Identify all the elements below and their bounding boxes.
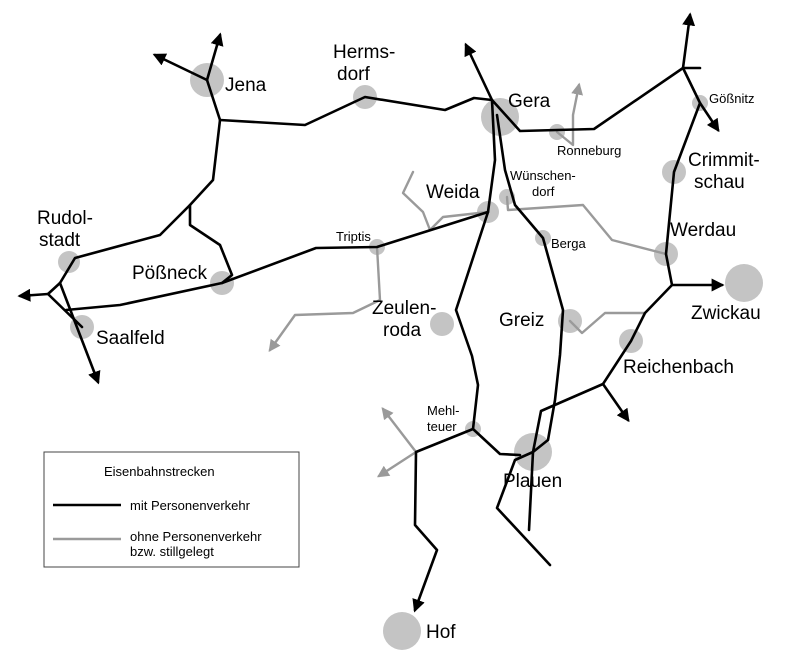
label-weida: Weida [426,182,480,203]
line-jena-gera [218,66,702,133]
label-zwickau: Zwickau [691,303,761,324]
label-werdau: Werdau [670,220,736,241]
label-triptis: Triptis [336,229,371,244]
line-goessnitz-werdau [527,66,702,532]
line-gera-north [464,42,494,102]
label-hof: Hof [426,622,456,643]
line-jena-north-2 [205,32,224,82]
legend-title: Eisenbahnstrecken [104,464,215,479]
label-saalfeld: Saalfeld [96,328,165,349]
town-labels: Jena Herms-dorf Gera Gößnitz Ronneburg C… [37,42,761,643]
label-jena: Jena [225,75,267,96]
label-plauen: Plauen [503,471,562,492]
town-marker-gera [481,98,519,136]
line-greiz-reichenbach [568,311,647,335]
label-mehltheuer: Mehl-teuer [427,403,460,434]
line-weida-triptis-branch [401,170,490,232]
line-jena-north-1 [152,53,209,82]
line-triptis-westbranch [268,245,382,352]
line-saalfeld-south [58,281,101,385]
label-rudolstadt: Rudol-stadt [37,208,93,251]
label-crimmitschau: Crimmit-schau [688,150,760,193]
line-gera-weida-mehltheuer [454,98,522,457]
legend-frame [43,451,300,568]
line-gera-berga-greiz-plauen [495,113,565,567]
active-lines [17,12,725,613]
label-goessnitz: Gößnitz [709,91,755,106]
town-marker-zeulenroda [430,312,454,336]
label-zeulenroda: Zeulen-roda [372,298,436,341]
line-mehltheuer-branch-north [381,407,418,454]
line-mehltheuer-hof [412,427,475,613]
label-reichenbach: Reichenbach [623,357,734,378]
line-goessnitz-east [698,101,720,133]
line-mehltheuer-branch-west [376,450,418,478]
line-saalfeld-triptis-weida [64,210,490,312]
line-wuenschendorf-werdau [505,195,668,256]
line-goessnitz-north [681,12,696,70]
town-marker-rudolstadt [58,251,80,273]
label-poessneck: Pößneck [132,263,207,284]
map-legend: Eisenbahnstrecken mit Personenverkehr oh… [43,451,300,568]
legend-label-passenger: mit Personenverkehr [130,498,251,513]
label-ronneburg: Ronneburg [557,143,621,158]
line-rudolstadt-west [17,288,50,302]
town-marker-zwickau [725,264,763,302]
label-wuenschendorf: Wünschen-dorf [510,168,576,199]
inactive-lines [268,82,668,478]
label-berga: Berga [551,236,586,251]
label-gera: Gera [508,91,551,112]
line-jena-saalfeld [46,78,222,329]
label-greiz: Greiz [499,310,544,331]
line-reichenbach-southeast [601,382,630,423]
line-poessneck-loop [188,203,234,285]
label-hermsdorf: Herms-dorf [333,42,395,85]
line-ronneburg-branch [555,82,584,147]
town-marker-hof [383,612,421,650]
